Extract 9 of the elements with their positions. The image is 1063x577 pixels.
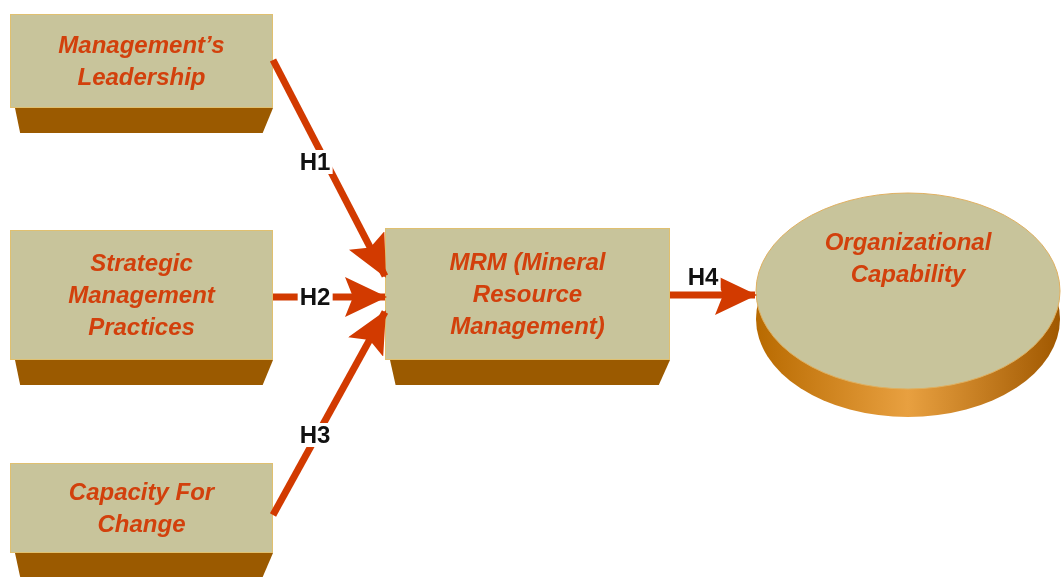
- node-label: Capacity For Change: [67, 477, 216, 539]
- arrow: [269, 310, 389, 517]
- ellipse-node: [755, 192, 1061, 418]
- node-label: Organizational Capability: [823, 227, 993, 289]
- arrow: [269, 58, 389, 278]
- arrow: [670, 275, 757, 315]
- node-label: Management’s Leadership: [57, 30, 226, 92]
- node-label: MRM (Mineral Resource Management): [448, 247, 607, 341]
- node-label: Strategic Management Practices: [67, 248, 217, 342]
